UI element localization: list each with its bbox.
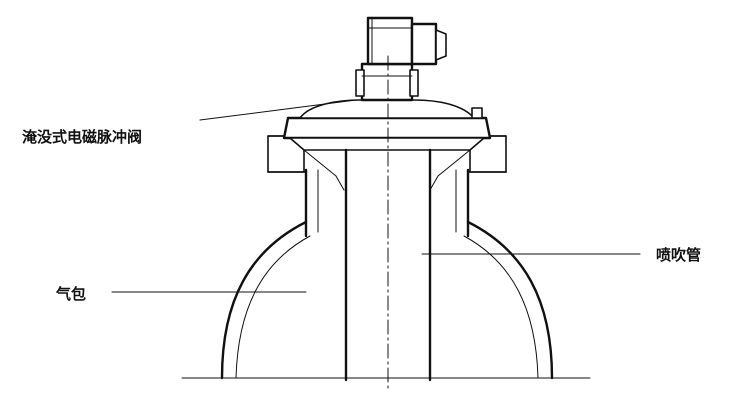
- label-air-bag: 气包: [55, 285, 86, 303]
- label-blow-pipe: 喷吹管: [656, 246, 701, 264]
- air-bag-dome: [220, 220, 554, 380]
- valve-bonnet: [355, 62, 419, 102]
- valve-body: [282, 99, 492, 191]
- label-valve: 淹没式电磁脉冲阀: [22, 128, 142, 146]
- leader-lines: [111, 99, 641, 293]
- tank-neck: [304, 168, 470, 238]
- lower-flange: [267, 135, 507, 173]
- solenoid-coil: [366, 16, 447, 66]
- blow-pipe: [344, 148, 432, 382]
